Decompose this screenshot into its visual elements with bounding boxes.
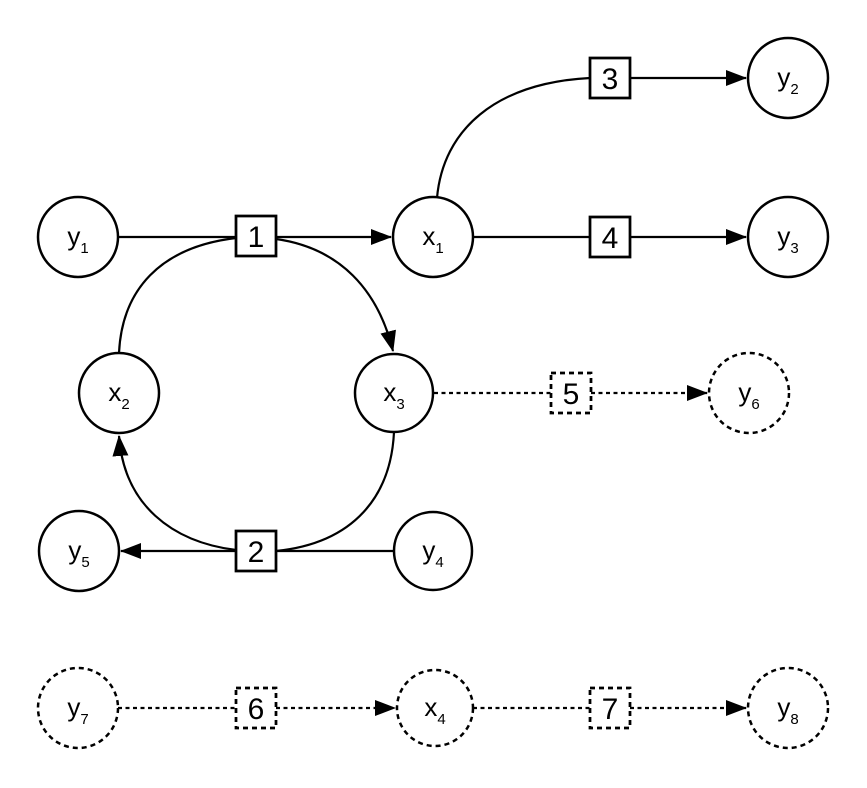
factor-3-box xyxy=(588,56,632,100)
node-y8-label-main: y xyxy=(777,692,790,722)
node-y6-circle xyxy=(707,351,791,435)
node-x2-circle xyxy=(77,351,161,435)
node-y7-circle xyxy=(36,666,120,750)
edge-x1-f3 xyxy=(435,76,591,199)
node-y4-circle xyxy=(392,510,474,592)
node-x2-label-sub: 2 xyxy=(121,396,129,413)
node-y7-label-main: y xyxy=(67,692,80,722)
factor-2-label: 2 xyxy=(248,536,265,569)
edge-x2-f1 xyxy=(117,236,237,354)
node-x1-label: x1 xyxy=(422,221,443,257)
node-y8-label-sub: 8 xyxy=(790,711,798,728)
edge-f1-x3 xyxy=(275,237,396,352)
node-y7-label-sub: 7 xyxy=(80,711,88,728)
node-y1-circle xyxy=(36,195,120,279)
factor-6-box xyxy=(234,686,278,730)
node-y6-label: y6 xyxy=(738,377,759,413)
node-y2-circle xyxy=(746,36,830,120)
node-y4-label: y4 xyxy=(422,535,443,571)
factor-6-label: 6 xyxy=(248,693,265,726)
node-y5-circle xyxy=(37,509,121,593)
factor-5-label: 5 xyxy=(563,378,580,411)
node-x3-label-sub: 3 xyxy=(396,396,404,413)
node-y3-label-sub: 3 xyxy=(790,240,798,257)
node-y2-label: y2 xyxy=(777,62,798,98)
node-y6-label-sub: 6 xyxy=(751,396,759,413)
edges-layer xyxy=(112,70,747,716)
factor-7-box xyxy=(588,686,632,730)
node-x3-label-main: x xyxy=(383,377,396,407)
node-x3-label: x3 xyxy=(383,377,404,413)
factor-4-box xyxy=(588,215,632,259)
node-x2-label: x2 xyxy=(108,377,129,413)
node-y6-label-main: y xyxy=(738,377,751,407)
factor-1-label: 1 xyxy=(248,221,265,254)
node-x3-circle xyxy=(353,352,435,434)
node-x4-label-main: x xyxy=(424,692,437,722)
node-y2-label-main: y xyxy=(777,62,790,92)
node-y1-label: y1 xyxy=(67,221,88,257)
shapes-layer xyxy=(36,36,830,750)
factor-5-box xyxy=(549,371,593,415)
node-y3-label: y3 xyxy=(777,221,798,257)
node-y2-label-sub: 2 xyxy=(790,81,798,98)
edge-x3-f2 xyxy=(275,431,396,553)
factor-3-label: 3 xyxy=(602,63,619,96)
node-y8-label: y8 xyxy=(777,692,798,728)
node-y3-label-main: y xyxy=(777,221,790,251)
factor-7-label: 7 xyxy=(602,693,619,726)
node-x1-label-sub: 1 xyxy=(435,240,443,257)
node-x4-label: x4 xyxy=(424,692,445,728)
node-x4-label-sub: 4 xyxy=(437,711,445,728)
node-y1-label-main: y xyxy=(67,221,80,251)
node-x1-label-main: x xyxy=(422,221,435,251)
node-y1-label-sub: 1 xyxy=(80,240,88,257)
factor-1-box xyxy=(234,214,278,258)
factor-4-label: 4 xyxy=(602,222,619,255)
node-x2-label-main: x xyxy=(108,377,121,407)
node-y8-circle xyxy=(746,666,830,750)
node-x4-circle xyxy=(395,668,475,748)
node-y4-label-sub: 4 xyxy=(435,554,443,571)
node-y5-label-sub: 5 xyxy=(81,554,89,571)
edge-f2-x2 xyxy=(112,435,237,552)
node-y5-label-main: y xyxy=(68,535,81,565)
node-y7-label: y7 xyxy=(67,692,88,728)
factor-2-box xyxy=(234,529,278,573)
node-y3-circle xyxy=(746,195,830,279)
node-x1-circle xyxy=(391,195,475,279)
node-y4-label-main: y xyxy=(422,535,435,565)
node-y5-label: y5 xyxy=(68,535,89,571)
